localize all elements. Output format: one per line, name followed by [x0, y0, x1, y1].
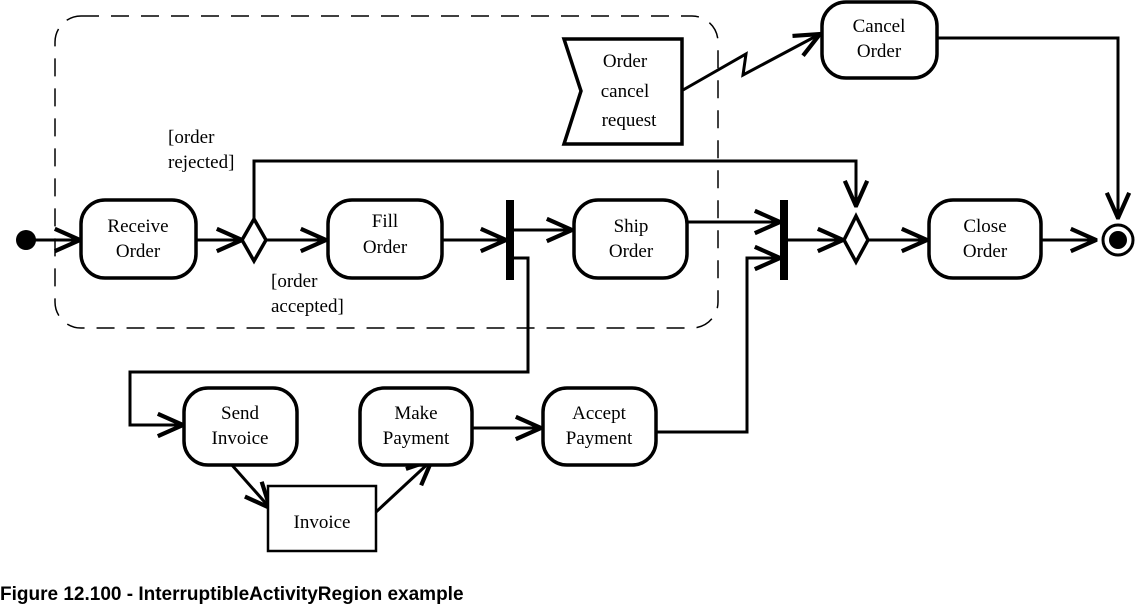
- signal-label: Order: [603, 51, 648, 72]
- action-label: Cancel: [853, 16, 906, 37]
- merge-node: [842, 212, 870, 266]
- action-close-order[interactable]: Close Order: [927, 198, 1043, 280]
- edge-cancel-to-final: [937, 36, 1118, 218]
- interrupting-edge: [682, 34, 820, 92]
- action-label: Invoice: [212, 428, 269, 449]
- action-label: Send: [221, 403, 260, 424]
- activity-final-node: [1101, 223, 1135, 257]
- action-label: Order: [609, 241, 654, 262]
- action-label: Accept: [572, 403, 627, 424]
- guard-text: rejected]: [168, 152, 234, 173]
- action-label: Receive: [107, 216, 168, 237]
- edge-fork-to-send-invoice: [128, 256, 530, 425]
- guard-order-accepted: [order accepted]: [271, 271, 344, 317]
- action-send-invoice[interactable]: Send Invoice: [182, 386, 299, 467]
- edge-invoice-to-make-payment: [374, 460, 432, 514]
- action-receive-order[interactable]: Receive Order: [79, 198, 198, 280]
- edge-send-invoice-to-invoice: [229, 463, 270, 508]
- guard-order-rejected: [order rejected]: [168, 127, 234, 173]
- signal-label: cancel: [601, 81, 650, 102]
- fork-bar: [506, 200, 514, 280]
- guard-text: [order: [168, 127, 215, 148]
- action-label: Order: [857, 41, 902, 62]
- action-make-payment[interactable]: Make Payment: [358, 386, 474, 467]
- guard-text: [order: [271, 271, 318, 292]
- action-label: Payment: [383, 428, 450, 449]
- action-label: Close: [963, 216, 1006, 237]
- action-ship-order[interactable]: Ship Order: [572, 198, 689, 280]
- action-accept-payment[interactable]: Accept Payment: [541, 386, 658, 467]
- action-label: Fill: [372, 211, 398, 232]
- join-bar: [780, 200, 788, 280]
- object-node-invoice[interactable]: Invoice: [266, 484, 378, 553]
- edge-decision-to-merge-rejected: [252, 159, 856, 226]
- action-label: Order: [363, 237, 408, 258]
- guard-text: accepted]: [271, 296, 344, 317]
- decision-node: [239, 215, 269, 265]
- object-label: Invoice: [294, 512, 351, 533]
- interruptible-region: [54, 15, 719, 329]
- action-label: Ship: [614, 216, 649, 237]
- figure-caption: Figure 12.100 - InterruptibleActivityReg…: [0, 584, 464, 605]
- edge-accept-payment-to-join: [656, 258, 780, 434]
- accept-event-order-cancel-request[interactable]: Order cancel request: [561, 37, 684, 146]
- action-label: Order: [116, 241, 161, 262]
- signal-label: request: [602, 110, 658, 131]
- initial-node: [16, 230, 36, 250]
- action-label: Make: [394, 403, 437, 424]
- edges: [26, 34, 1118, 514]
- action-fill-order[interactable]: Fill Order: [326, 198, 444, 280]
- action-label: Payment: [566, 428, 633, 449]
- action-cancel-order[interactable]: Cancel Order: [820, 0, 939, 80]
- action-label: Order: [963, 241, 1008, 262]
